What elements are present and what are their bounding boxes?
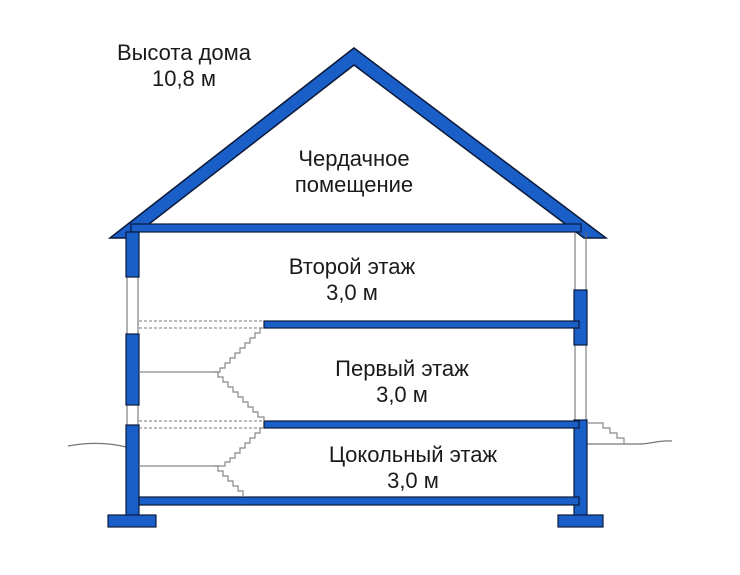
- basement-floor-label: Цокольный этаж 3,0 м: [298, 442, 528, 494]
- attic-label: Чердачное помещение: [254, 146, 454, 198]
- floor-name: Первый этаж: [335, 356, 469, 381]
- staircase-upper: [214, 327, 264, 373]
- right-footing: [557, 514, 604, 528]
- floor-height: 3,0 м: [326, 280, 378, 305]
- attic-floor-slab: [130, 223, 582, 233]
- floor-slab-second: [263, 320, 580, 329]
- second-floor-label: Второй этаж 3,0 м: [252, 254, 452, 306]
- left-wall-segment: [125, 231, 140, 278]
- house-height-title: Высота дома: [116, 40, 252, 65]
- staircase-upper: [214, 371, 265, 421]
- floor-height: 3,0 м: [376, 382, 428, 407]
- basement-floor-slab: [138, 496, 580, 506]
- house-height-value: 10,8 м: [151, 66, 217, 91]
- attic-label-line1: Чердачное: [298, 146, 410, 171]
- ground-line-right: [585, 440, 673, 445]
- staircase-lower: [214, 427, 264, 467]
- attic-label-line2: помещение: [294, 172, 414, 197]
- right-wall-segment: [573, 289, 588, 346]
- first-floor-label: Первый этаж 3,0 м: [302, 356, 502, 408]
- floor-name: Цокольный этаж: [328, 442, 498, 467]
- staircase-lower: [214, 465, 244, 497]
- left-wall-segment: [125, 333, 140, 406]
- floor-slab-first: [263, 420, 580, 429]
- floor-height: 3,0 м: [387, 468, 439, 493]
- entrance-steps: [587, 422, 636, 445]
- ground-line-left: [67, 442, 127, 448]
- left-footing: [107, 514, 157, 528]
- left-wall-segment: [125, 424, 140, 518]
- floor-name: Второй этаж: [288, 254, 416, 279]
- house-height-label: Высота дома 10,8 м: [92, 40, 276, 92]
